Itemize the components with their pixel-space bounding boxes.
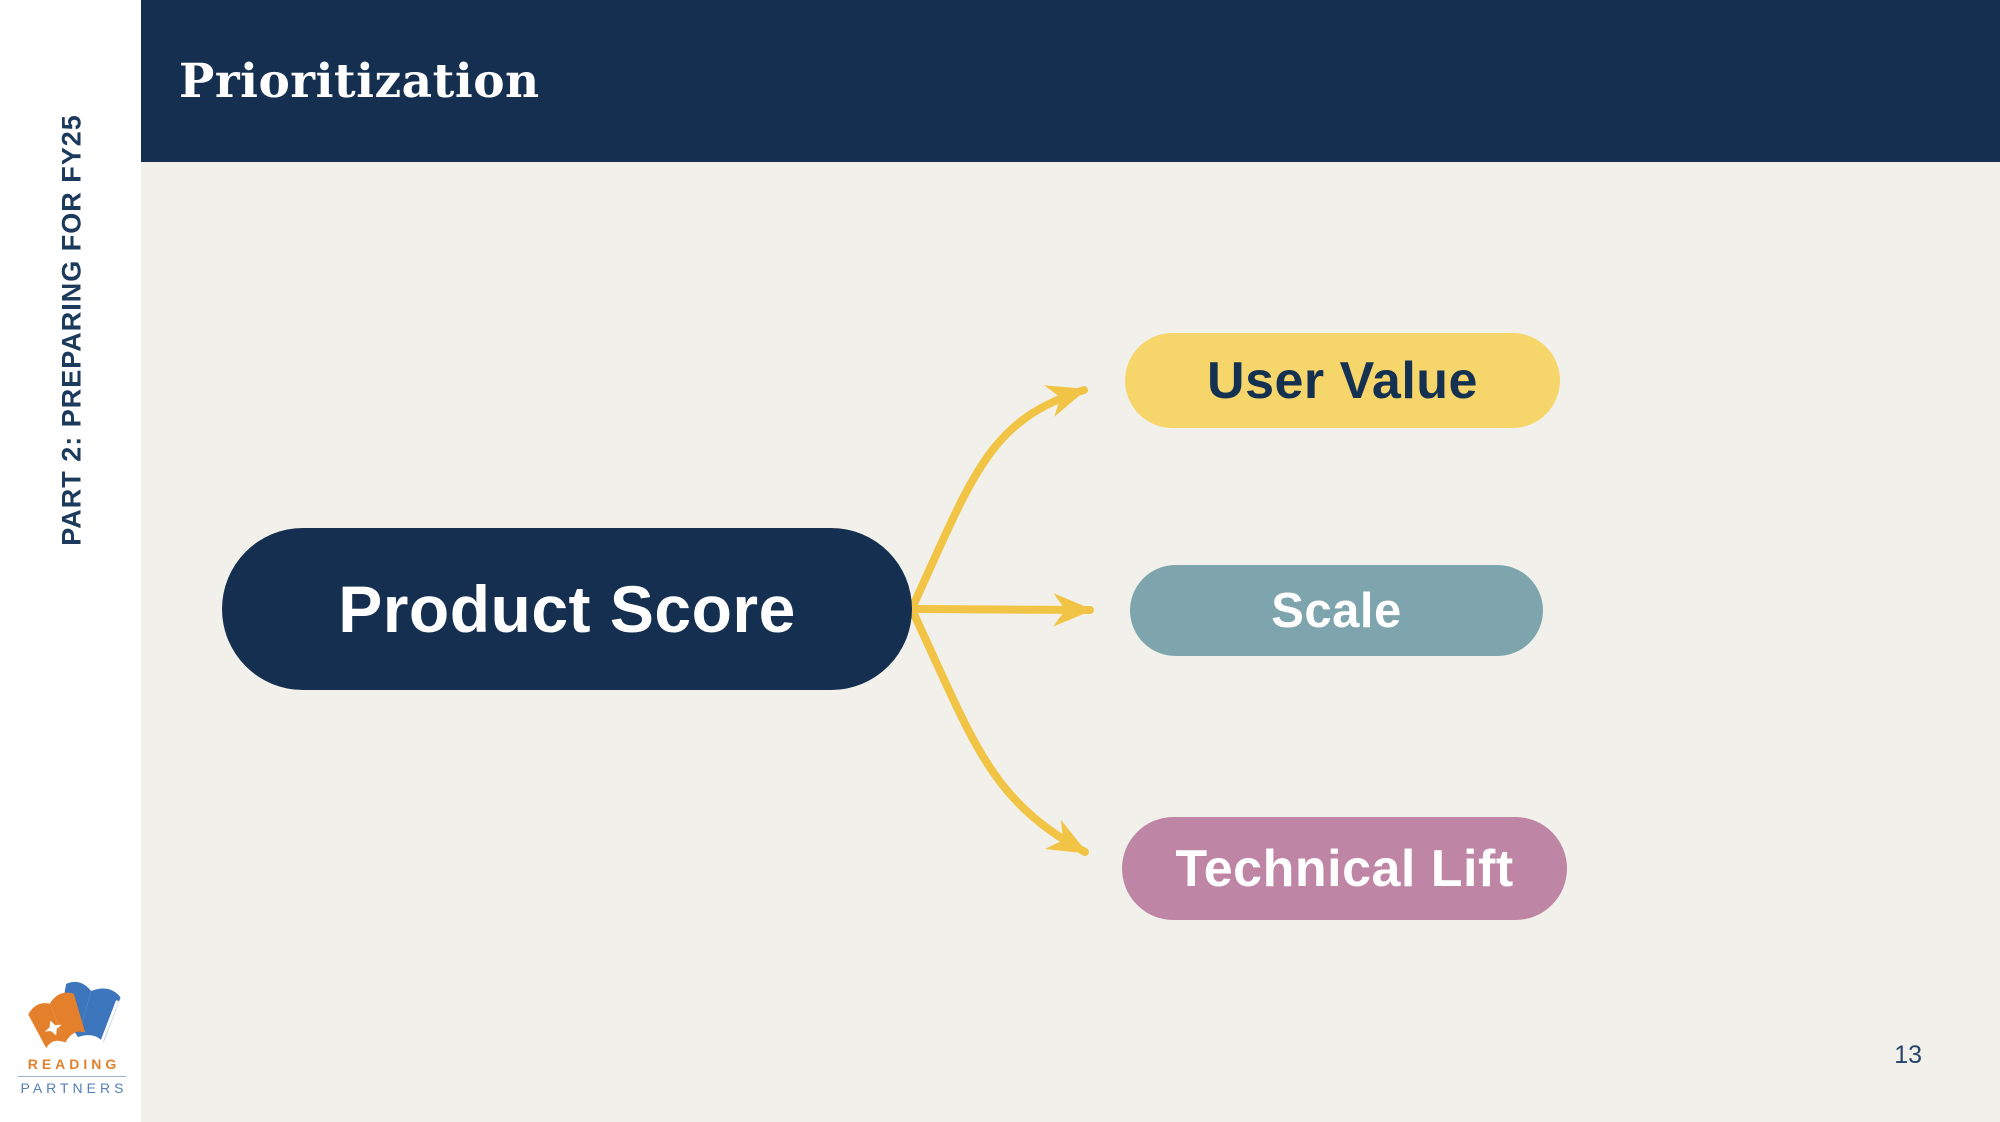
reading-partners-logo: READING PARTNERS: [16, 980, 128, 1096]
left-rail: PART 2: PREPARING FOR FY25 READING PARTN…: [0, 0, 141, 1122]
node-technical-lift: Technical Lift: [1122, 817, 1567, 920]
logo-divider: [18, 1076, 126, 1077]
node-technical-lift-label: Technical Lift: [1175, 839, 1514, 898]
page-title: Prioritization: [179, 53, 540, 109]
node-product-score: Product Score: [222, 528, 912, 690]
node-product-score-label: Product Score: [338, 572, 796, 646]
node-user-value-label: User Value: [1207, 351, 1478, 410]
node-scale: Scale: [1130, 565, 1543, 656]
node-user-value: User Value: [1125, 333, 1560, 428]
logo-wordmark-partners: PARTNERS: [20, 1080, 128, 1096]
section-label-vertical: PART 2: PREPARING FOR FY25: [56, 114, 87, 546]
page-number: 13: [1894, 1041, 1922, 1069]
node-scale-label: Scale: [1271, 583, 1402, 638]
logo-wordmark-reading: READING: [27, 1056, 121, 1072]
slide-header: Prioritization: [141, 0, 2000, 162]
open-books-icon: [28, 981, 121, 1049]
